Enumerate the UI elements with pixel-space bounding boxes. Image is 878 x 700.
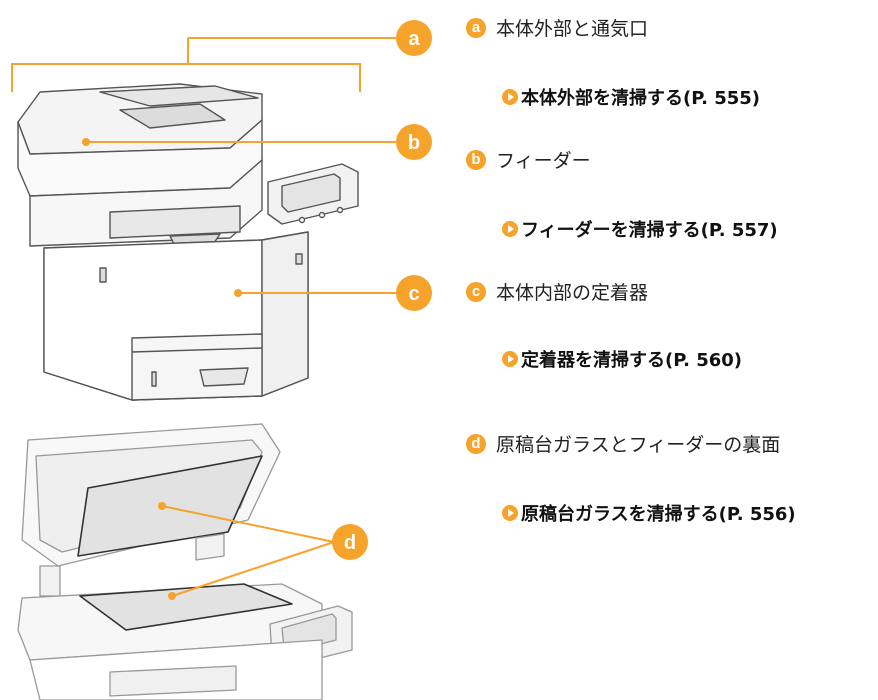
legend-item-d: d 原稿台ガラスとフィーダーの裏面 [466, 430, 780, 457]
badge-a-icon: a [466, 17, 486, 38]
legend-label-a: 本体外部と通気口 [496, 18, 649, 40]
link-clean-fixing-assembly[interactable]: 定着器を清掃する(P. 560) [521, 350, 743, 371]
legend-item-a: a 本体外部と通気口 [466, 14, 648, 41]
link-row-c[interactable]: 定着器を清掃する(P. 560) [502, 346, 742, 372]
arrow-right-icon [502, 351, 518, 367]
badge-c-icon: c [466, 281, 486, 302]
link-row-b[interactable]: フィーダーを清掃する(P. 557) [502, 216, 778, 242]
svg-text:b: b [408, 132, 420, 154]
legend-item-c: c 本体内部の定着器 [466, 278, 648, 305]
callout-lines [11, 37, 396, 597]
link-clean-platen-glass[interactable]: 原稿台ガラスを清掃する(P. 556) [521, 504, 796, 525]
svg-text:d: d [344, 532, 356, 554]
callout-badge-a: a [396, 20, 432, 56]
svg-text:a: a [408, 28, 420, 50]
callout-badge-b: b [396, 124, 432, 160]
callout-badge-d: d [332, 524, 368, 560]
arrow-right-icon [502, 221, 518, 237]
callout-badge-c: c [396, 275, 432, 311]
callout-dots [82, 138, 242, 600]
printer-open [17, 423, 353, 700]
link-row-d[interactable]: 原稿台ガラスを清掃する(P. 556) [502, 500, 796, 526]
legend-item-b: b フィーダー [466, 146, 591, 173]
legend-label-b: フィーダー [496, 150, 591, 172]
link-clean-feeder[interactable]: フィーダーを清掃する(P. 557) [521, 220, 778, 241]
badge-d-icon: d [466, 433, 486, 454]
legend-label-d: 原稿台ガラスとフィーダーの裏面 [496, 434, 781, 456]
link-clean-exterior[interactable]: 本体外部を清掃する(P. 555) [521, 88, 761, 109]
arrow-right-icon [502, 505, 518, 521]
badge-b-icon: b [466, 149, 486, 170]
legend-label-c: 本体内部の定着器 [496, 282, 649, 304]
arrow-right-icon [502, 89, 518, 105]
printer-closed [17, 83, 359, 401]
link-row-a[interactable]: 本体外部を清掃する(P. 555) [502, 84, 760, 110]
svg-text:c: c [408, 283, 419, 305]
